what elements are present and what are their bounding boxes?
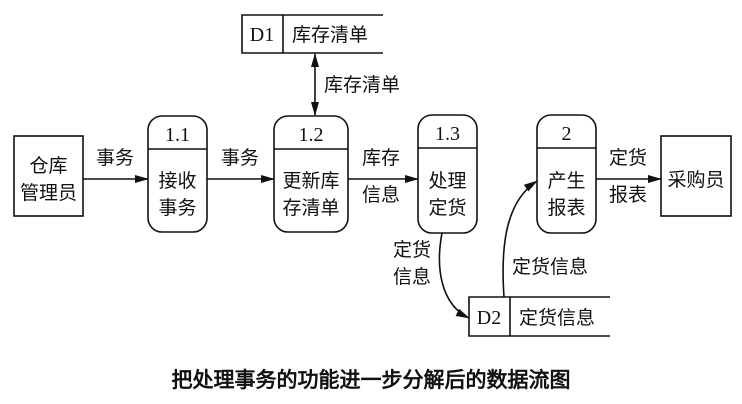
process-2: 2 产生 报表 <box>536 114 597 234</box>
flow-arrow <box>438 232 470 319</box>
process-label-line: 事务 <box>158 197 196 219</box>
process-number: 1.1 <box>165 124 190 146</box>
process-label-line: 处理 <box>428 170 466 192</box>
flow-label: 库存清单 <box>324 74 400 96</box>
entity-label-line: 仓库 <box>29 155 67 177</box>
flow-label: 定货 <box>609 147 647 169</box>
external-entity-purchaser: 采购员 <box>660 135 732 217</box>
process-1-3: 1.3 处理 定货 <box>417 114 478 234</box>
data-store-d1: D1 库存清单 <box>241 14 383 54</box>
process-label-line: 接收 <box>158 170 196 192</box>
process-number: 1.2 <box>299 124 324 146</box>
external-entity-warehouse-manager: 仓库 管理员 <box>13 135 84 217</box>
flow-d2-to-2: 定货信息 <box>502 180 588 298</box>
entity-label-line: 管理员 <box>20 182 77 204</box>
data-store-d2: D2 定货信息 <box>468 296 610 337</box>
figure-caption: 把处理事务的功能进一步分解后的数据流图 <box>172 368 571 392</box>
process-number: 1.3 <box>435 123 460 145</box>
store-name: 库存清单 <box>292 24 368 46</box>
process-label-line: 存清单 <box>282 197 339 219</box>
process-label-line: 产生 <box>547 170 585 192</box>
process-1-1: 1.1 接收 事务 <box>147 115 208 233</box>
flow-1-3-to-d2: 定货 信息 <box>393 232 470 319</box>
flow-label: 定货 <box>393 239 431 261</box>
store-code: D2 <box>477 307 501 329</box>
entity-label-line: 采购员 <box>667 169 724 191</box>
process-1-2: 1.2 更新库 存清单 <box>273 115 349 233</box>
flow-1-2-to-1-3: 库存 信息 <box>348 147 419 206</box>
flow-label: 事务 <box>96 147 134 169</box>
store-name: 定货信息 <box>519 307 595 329</box>
process-label-line: 报表 <box>547 197 585 219</box>
store-code: D1 <box>250 24 274 46</box>
flow-arrow <box>502 180 538 298</box>
flow-1-1-to-1-2: 事务 <box>207 147 275 183</box>
flow-1-2-d1: 库存清单 <box>311 53 400 116</box>
flow-label: 信息 <box>362 184 400 206</box>
flow-label: 报表 <box>609 184 647 206</box>
flow-2-to-purchaser: 定货 报表 <box>596 147 662 206</box>
flow-label: 定货信息 <box>512 256 588 278</box>
process-label-line: 定货 <box>428 197 466 219</box>
flow-manager-to-1-1: 事务 <box>83 147 149 183</box>
flow-label: 库存 <box>362 147 400 169</box>
process-label-line: 更新库 <box>282 170 339 192</box>
process-number: 2 <box>562 123 572 145</box>
flow-label: 信息 <box>393 266 431 288</box>
flow-label: 事务 <box>221 147 259 169</box>
